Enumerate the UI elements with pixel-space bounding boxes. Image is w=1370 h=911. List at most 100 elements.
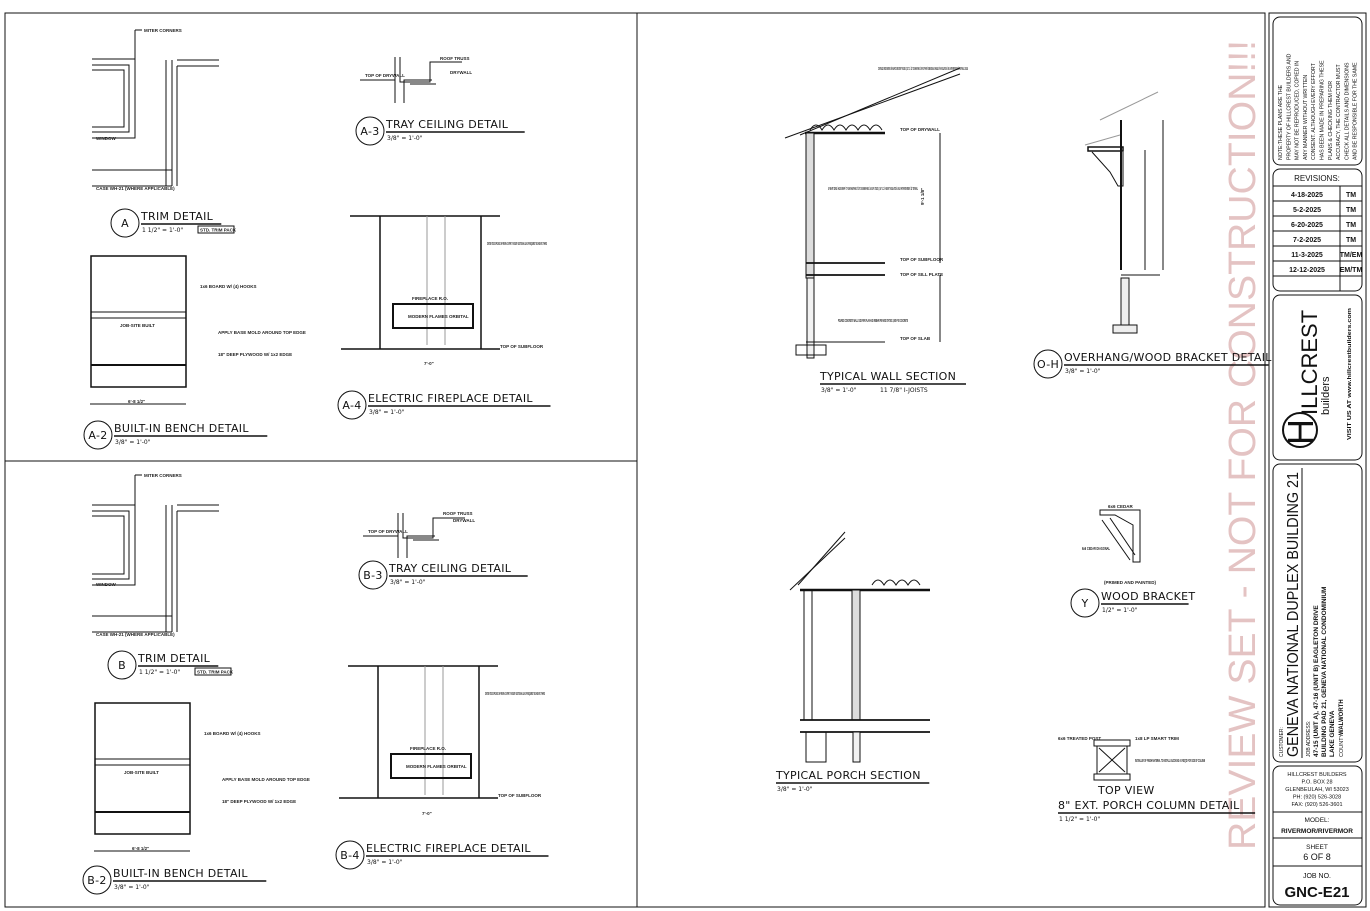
logo-letter: H	[1280, 419, 1321, 445]
label-bench-width-a: 6'-8 1/2"	[128, 399, 145, 404]
revision-date: 7-2-2025	[1293, 237, 1321, 244]
callout-id: O-H	[1037, 358, 1059, 371]
detail-title: TRAY CEILING DETAIL	[385, 118, 509, 131]
label-top-drywall-a: TOP OF DRYWALL	[365, 73, 405, 78]
label-jobsite-a: JOB-SITE BUILT	[120, 323, 155, 328]
detail-scale: 3/8" = 1'-0"	[777, 786, 813, 793]
label-lp-trim: 1x8 LP SMART TRIM	[1135, 736, 1179, 741]
county-value: WALWORTH	[1339, 699, 1345, 735]
label-blocking: INSTALLER OF FINISH MATERIAL TO INSTALL …	[1135, 758, 1205, 763]
label-top-subfloor-b: TOP OF SUBFLOOR	[498, 793, 542, 798]
sheet-border	[4, 12, 1266, 908]
sheet-label: SHEET	[1306, 844, 1328, 851]
detail-title: BUILT-IN BENCH DETAIL	[114, 422, 249, 435]
label-plywood-b: 18" DEEP PLYWOOD W/ 1x2 EDGE	[222, 799, 296, 804]
callout-circle	[107, 650, 137, 680]
callout-circle	[1033, 349, 1063, 379]
customer-name: GENEVA NATIONAL DUPLEX BUILDING 21	[1285, 472, 1302, 757]
revision-row: 6-20-2025 TM	[1291, 222, 1356, 229]
watermark: REVIEW SET - NOT FOR CONSTRUCTION!!!	[1222, 40, 1264, 850]
label-fp-width-b: 7'-0"	[422, 811, 432, 816]
callout-id: B	[118, 659, 126, 672]
detail-scale: 3/8" = 1'-0"	[821, 387, 857, 394]
label-primed: (PRIMED AND PAINTED)	[1104, 580, 1156, 585]
company-line: HILLCREST BUILDERS	[1287, 772, 1347, 778]
label-poured-wall: POURED CONCRETE WALL SIZE PER PLAN AND R…	[838, 318, 908, 323]
callout-circle	[358, 560, 388, 590]
customer-box	[1272, 463, 1363, 763]
label-drywall-a: DRYWALL	[450, 70, 472, 75]
wall-section-drawing	[784, 67, 961, 359]
logo-name: ILLCREST	[1297, 310, 1322, 415]
label-plywood-a: 18" DEEP PLYWOOD W/ 1x2 EDGE	[218, 352, 292, 357]
label-wall-height: 9'-1 1/8"	[920, 188, 925, 205]
label-top-drywall-b: TOP OF DRYWALL	[368, 529, 408, 534]
model-value: RIVERMOR/RIVERMOR	[1281, 828, 1353, 835]
revision-by: EM/TM	[1340, 267, 1363, 274]
county-label: COUNTY:	[1339, 732, 1345, 757]
revisions-label: REVISIONS:	[1294, 174, 1340, 183]
company-box	[1272, 765, 1363, 906]
note-line: ANY MANNER WITHOUT WRITTEN	[1303, 75, 1309, 160]
note-line: ACCURACY, THE CONTRACTOR MUST	[1336, 63, 1342, 160]
fireplace-drawing-a	[341, 215, 500, 350]
notes-box	[1272, 16, 1363, 166]
revision-by: TM	[1346, 207, 1356, 214]
revision-by: TM	[1346, 222, 1356, 229]
company-line: P.O. BOX 28	[1301, 780, 1332, 786]
detail-scale: 1 1/2" = 1'-0"	[139, 669, 180, 676]
note-line: PLANS & CHECKING THEM FOR	[1328, 81, 1334, 160]
tray-ceiling-drawing-a	[360, 57, 462, 103]
revision-date: 6-20-2025	[1291, 222, 1323, 229]
porch-section-drawing	[789, 531, 930, 763]
detail-scale: 3/8" = 1'-0"	[114, 884, 150, 891]
label-fireplace-ro-a: FIREPLACE R.O.	[412, 296, 448, 301]
callout-id: A-3	[360, 125, 379, 138]
detail-scale: 1/2" = 1'-0"	[1102, 607, 1138, 614]
detail-title: ELECTRIC FIREPLACE DETAIL	[366, 842, 531, 855]
detail-title: OVERHANG/WOOD BRACKET DETAIL	[1064, 351, 1272, 364]
label-apply-mold-a: APPLY BASE MOLD AROUND TOP EDGE	[218, 330, 306, 335]
detail-title: TRIM DETAIL	[140, 210, 214, 223]
callout-circle	[82, 865, 112, 895]
note-line: AND BE RESPONSIBLE FOR THE SAME	[1353, 62, 1359, 160]
detail-title: WOOD BRACKET	[1101, 590, 1195, 603]
porch-column-drawing	[1093, 739, 1131, 781]
callout-circle	[83, 420, 113, 450]
label-roof-truss-a: ROOF TRUSS	[440, 56, 470, 61]
label-window-a: WINDOW	[96, 136, 116, 141]
detail-callout: Y WOOD BRACKET 1/2" = 1'-0"	[1070, 588, 1195, 618]
top-view-label: TOP VIEW	[1097, 784, 1155, 797]
detail-title: TYPICAL WALL SECTION	[819, 370, 956, 383]
customer-label: CUSTOMER:	[1279, 727, 1285, 757]
label-treated-post: 6x6 TREATED POST	[1058, 736, 1101, 741]
label-top-sill: TOP OF SILL PLATE	[900, 272, 943, 277]
label-casing-b: CASE WH-21 (WHERE APPLICABLE)	[96, 632, 175, 637]
callout-circle	[110, 208, 140, 238]
label-miter-corners-a: MITER CORNERS	[144, 28, 182, 33]
note-line: MAY NOT BE REPRODUCED, COPIED IN	[1295, 61, 1301, 160]
label-top-slab: TOP OF SLAB	[900, 336, 931, 341]
callout-circle	[355, 116, 385, 146]
revision-by: TM/EM	[1340, 252, 1363, 259]
detail-scale: 1 1/2" = 1'-0"	[142, 227, 183, 234]
revision-date: 11-3-2025	[1291, 252, 1323, 259]
company-line: GLENBEULAH, WI 53023	[1285, 787, 1349, 793]
note-line: NOTE:THESE PLANS ARE THE	[1278, 84, 1284, 160]
detail-scale: 3/8" = 1'-0"	[390, 579, 426, 586]
callout-id: A	[121, 217, 129, 230]
callout-id: Y	[1080, 597, 1088, 610]
